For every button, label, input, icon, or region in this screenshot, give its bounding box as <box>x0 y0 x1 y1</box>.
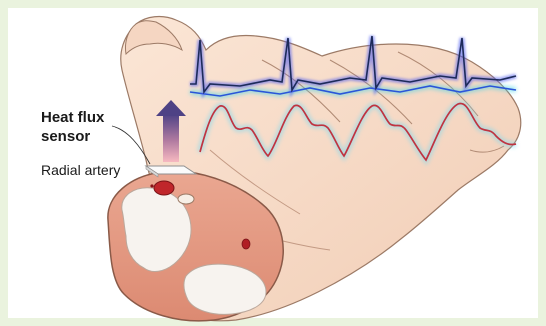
ulnar-artery-vessel <box>242 239 250 249</box>
heat-flux-sensor-label-line2: sensor <box>41 127 104 146</box>
heat-flux-sensor-label-line1: Heat flux <box>41 108 104 127</box>
tendon <box>178 194 194 204</box>
radial-artery-vessel <box>154 181 174 195</box>
heat-flux-sensor-label: Heat flux sensor <box>41 108 104 146</box>
vessel-dot <box>150 184 153 187</box>
radial-artery-label: Radial artery <box>41 161 120 179</box>
